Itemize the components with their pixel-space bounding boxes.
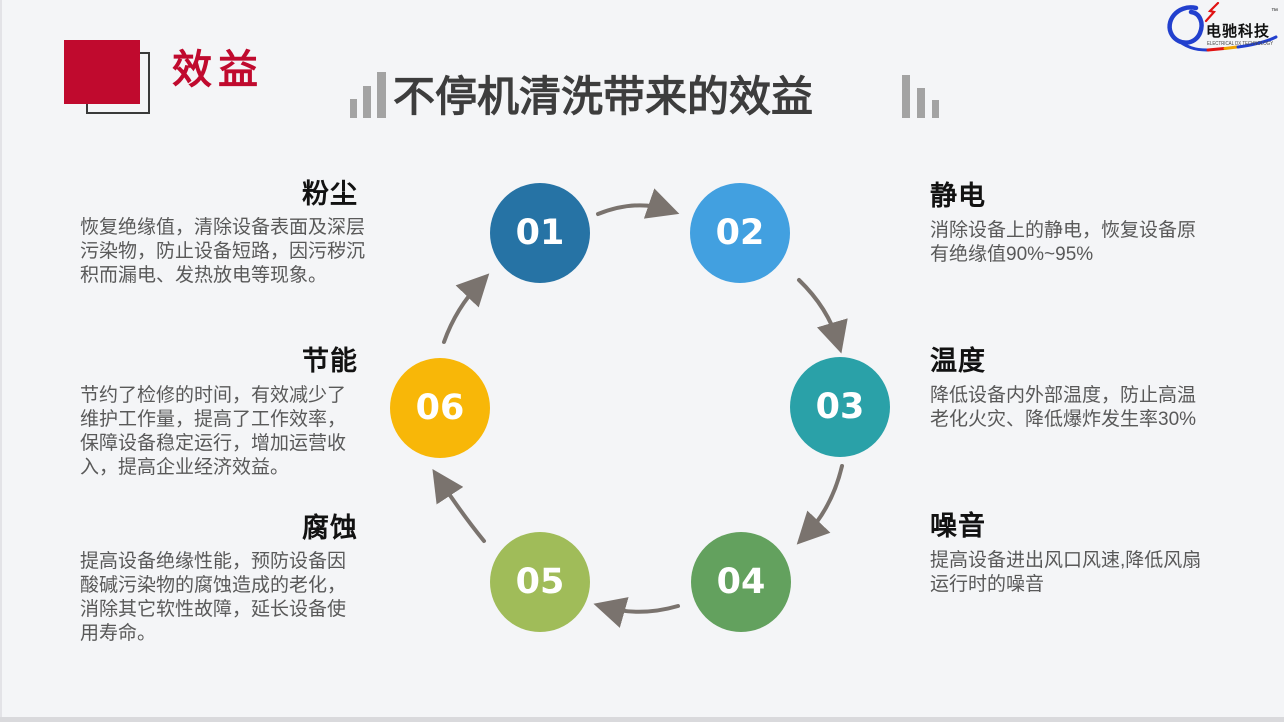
section-title-noise: 噪音 — [930, 511, 986, 541]
arrow-01-02 — [596, 188, 680, 219]
section-body-temperature: 降低设备内外部温度，防止高温 老化火灾、降低爆炸发生率30% — [930, 385, 1197, 430]
cycle-step-05-number: 05 — [515, 562, 565, 602]
title-bar-left-tall — [377, 72, 386, 118]
cycle-step-03: 03 — [790, 357, 890, 457]
badge-label: 效益 — [172, 48, 264, 92]
cycle-step-06: 06 — [390, 358, 490, 458]
section-body-static: 消除设备上的静电，恢复设备原 有绝缘值90%~95% — [930, 220, 1197, 265]
badge-red-square — [64, 40, 140, 104]
cycle-step-04-number: 04 — [716, 562, 766, 602]
logo-subtitle: ELECTRICAL DX TECHNOLOGY — [1207, 41, 1274, 47]
logo-underline-yellow — [1223, 45, 1239, 50]
title-bar-left-mid — [363, 86, 371, 118]
section-title-temperature: 温度 — [930, 346, 986, 376]
slide-bottom-edge — [0, 717, 1284, 722]
cycle-step-06-number: 06 — [415, 388, 465, 428]
company-logo: 电驰科技 ™ ELECTRICAL DX TECHNOLOGY — [1162, 1, 1282, 58]
section-body-dust: 恢复绝缘值，清除设备表面及深层 污染物，防止设备短路，因污秽沉 积而漏电、发热放… — [80, 217, 366, 286]
arrow-04-05 — [593, 597, 680, 628]
section-body-energy: 节约了检修的时间，有效减少了 维护工作量，提高了工作效率， 保障设备稳定运行，增… — [80, 385, 347, 478]
logo-swoosh — [1167, 5, 1204, 45]
arrow-03-04 — [796, 464, 844, 545]
cycle-step-01-number: 01 — [515, 213, 565, 253]
company-logo-graphic: 电驰科技 ™ ELECTRICAL DX TECHNOLOGY — [1167, 1, 1278, 52]
cycle-arrows — [432, 188, 848, 628]
section-title-dust: 粉尘 — [302, 179, 358, 209]
logo-underline-blue-right — [1236, 35, 1278, 49]
cycle-step-05: 05 — [490, 532, 590, 632]
section-title-energy: 节能 — [302, 346, 358, 376]
section-body-corrosion: 提高设备绝缘性能，预防设备因 酸碱污染物的腐蚀造成的老化， 消除其它软性故障，延… — [80, 551, 347, 644]
page-title: 不停机清洗带来的效益 — [393, 73, 814, 120]
lightning-icon — [1204, 1, 1220, 23]
arrow-05-06 — [432, 468, 486, 543]
logo-name: 电驰科技 — [1206, 22, 1270, 40]
cycle-step-02: 02 — [690, 183, 790, 283]
logo-underline-blue-left — [1172, 35, 1209, 52]
title-bar-right-mid — [917, 88, 925, 118]
logo-trademark: ™ — [1271, 8, 1278, 15]
cycle-step-04: 04 — [691, 532, 791, 632]
logo-underline-red — [1206, 47, 1226, 52]
cycle-step-03-number: 03 — [815, 387, 865, 427]
slide-left-edge — [0, 0, 2, 722]
arrow-02-03 — [797, 278, 848, 354]
title-bar-right-tall — [902, 75, 910, 118]
title-bar-right-short — [932, 100, 939, 118]
section-title-corrosion: 腐蚀 — [302, 513, 358, 543]
title-bar-left-short — [350, 99, 357, 118]
cycle-step-01: 01 — [490, 183, 590, 283]
cycle-step-02-number: 02 — [715, 213, 765, 253]
section-title-static: 静电 — [930, 181, 986, 211]
section-body-noise: 提高设备进出风口风速,降低风扇 运行时的噪音 — [930, 550, 1202, 595]
arrow-06-01 — [442, 273, 490, 344]
